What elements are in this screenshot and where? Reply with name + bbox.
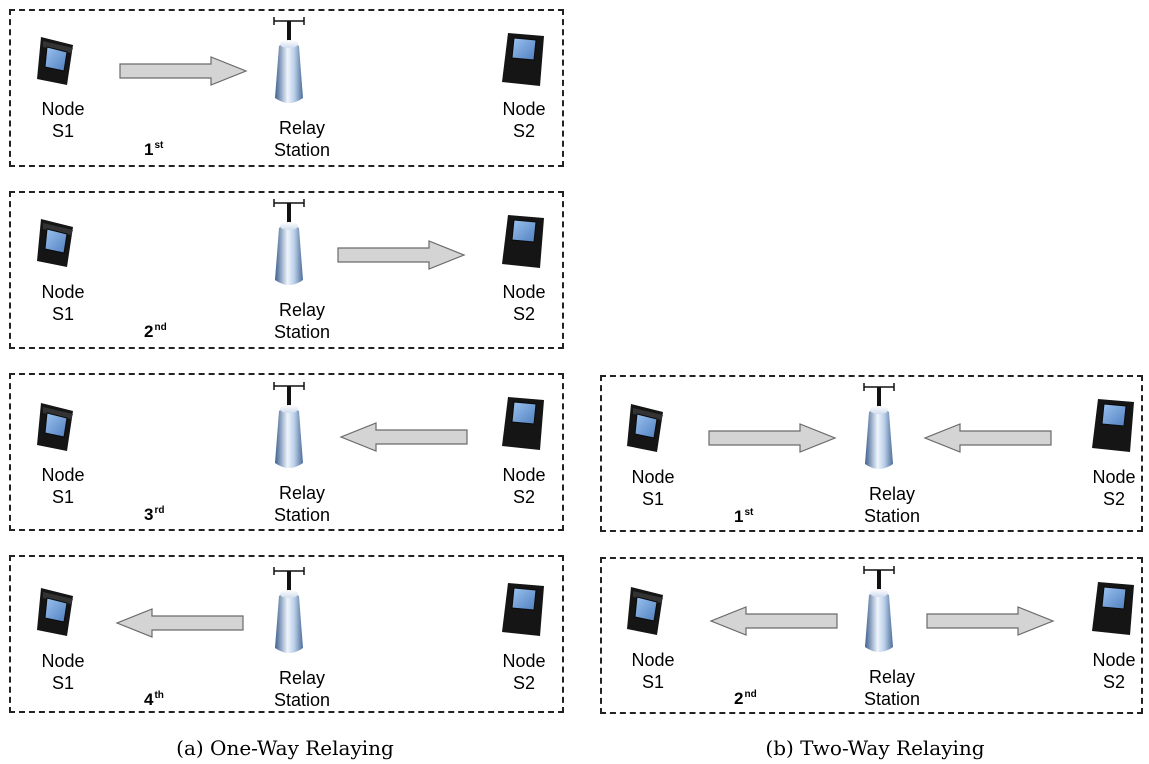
arrow-s2-to-relay	[923, 423, 1052, 453]
relay-station-icon	[273, 17, 305, 103]
arrow-relay-to-s1	[709, 606, 838, 636]
arrow-relay-to-s1	[115, 608, 244, 638]
node-s1-device-icon	[37, 588, 73, 636]
arrow-s1-to-relay	[119, 56, 248, 86]
node-s1-device-icon	[37, 37, 73, 85]
arrow-s1-to-relay	[708, 423, 837, 453]
node-s2-device-icon	[1092, 582, 1134, 635]
node-s2-device-icon	[502, 33, 544, 86]
relay-station-icon	[863, 566, 895, 652]
node-s2-device-icon	[1092, 399, 1134, 452]
one-way-caption: (a) One-Way Relaying	[176, 736, 394, 760]
arrow-relay-to-s2	[926, 606, 1055, 636]
one-way-step-1-panel	[9, 9, 564, 167]
node-s2-device-icon	[502, 397, 544, 450]
relay-station-icon	[273, 382, 305, 468]
one-way-step-2-panel	[9, 191, 564, 349]
node-s1-device-icon	[627, 404, 663, 452]
node-s1-device-icon	[37, 403, 73, 451]
one-way-step-3-panel	[9, 373, 564, 531]
relay-station-icon	[273, 199, 305, 285]
step-number-label: 4th	[144, 690, 164, 709]
two-way-step-1-panel	[600, 375, 1143, 532]
step-number-label: 2nd	[144, 322, 167, 341]
two-way-step-2-panel	[600, 557, 1143, 714]
step-number-label: 3rd	[144, 505, 165, 524]
step-number-label: 2nd	[734, 689, 757, 708]
node-s1-device-icon	[627, 587, 663, 635]
node-s1-device-icon	[37, 219, 73, 267]
two-way-caption: (b) Two-Way Relaying	[765, 736, 985, 760]
relay-station-icon	[273, 567, 305, 653]
arrow-s2-to-relay	[339, 422, 468, 452]
node-s2-device-icon	[502, 215, 544, 268]
relay-station-icon	[863, 383, 895, 469]
arrow-relay-to-s2	[337, 240, 466, 270]
step-number-label: 1st	[734, 507, 754, 526]
one-way-step-4-panel	[9, 555, 564, 713]
node-s2-device-icon	[502, 583, 544, 636]
step-number-label: 1st	[144, 140, 164, 159]
